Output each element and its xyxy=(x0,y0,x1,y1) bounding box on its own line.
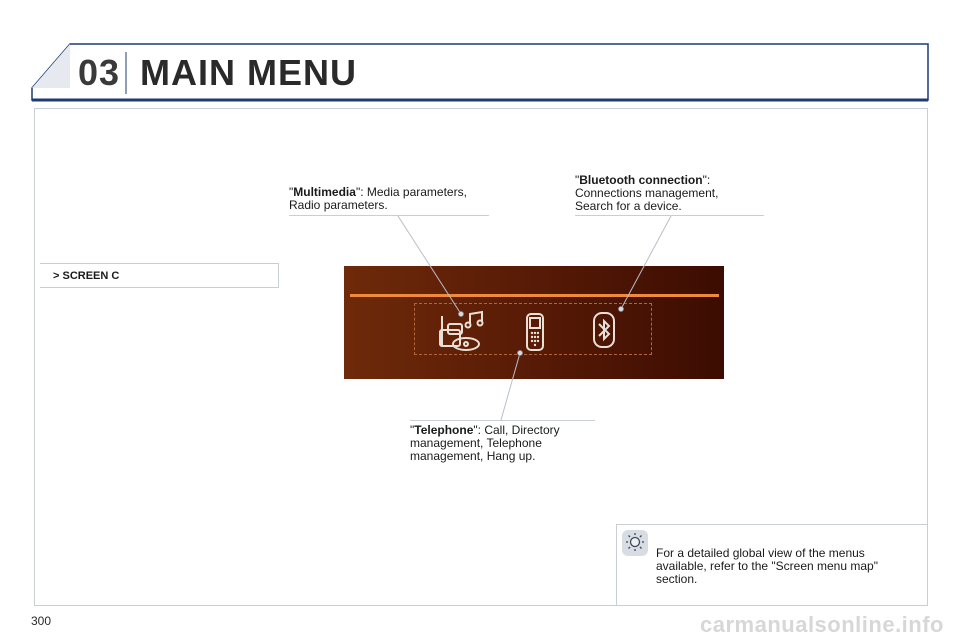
icon-selection-box xyxy=(414,303,652,355)
telephone-desc-1: : Call, Directory xyxy=(477,423,560,437)
telephone-desc-3: management, Hang up. xyxy=(410,449,536,463)
bluetooth-desc-2: Connections management, xyxy=(575,186,719,200)
content-frame xyxy=(34,108,928,606)
screen-tag: > SCREEN C xyxy=(40,263,279,288)
note-box xyxy=(616,524,928,606)
watermark: carmanualsonline.info xyxy=(700,612,944,637)
note-text: For a detailed global view of the menus … xyxy=(656,546,878,586)
multimedia-desc-2: Radio parameters. xyxy=(289,198,388,212)
telephone-callout: "Telephone": Call, Directory management,… xyxy=(410,424,600,463)
page-number: 300 xyxy=(31,614,52,628)
screen-display xyxy=(344,266,724,379)
telephone-rule xyxy=(410,420,595,421)
bluetooth-rule xyxy=(575,215,764,216)
multimedia-icon xyxy=(439,310,484,351)
telephone-desc-2: management, Telephone xyxy=(410,436,542,450)
multimedia-term: Multimedia xyxy=(293,185,356,199)
lightbulb-icon xyxy=(622,530,648,556)
chapter-number: 03 xyxy=(78,52,121,93)
page-title: MAIN MENU xyxy=(140,52,357,93)
bluetooth-callout: "Bluetooth connection": Connections mana… xyxy=(575,174,765,213)
multimedia-rule xyxy=(289,215,489,216)
header-banner xyxy=(31,43,929,102)
bluetooth-icon xyxy=(593,312,615,348)
display-accent-bar xyxy=(350,294,719,297)
telephone-icon xyxy=(526,313,544,351)
bluetooth-desc-3: Search for a device. xyxy=(575,199,682,213)
multimedia-callout: "Multimedia": Media parameters, Radio pa… xyxy=(289,186,489,212)
telephone-term: Telephone xyxy=(414,423,474,437)
bluetooth-desc-1: : xyxy=(706,173,711,187)
multimedia-desc-1: : Media parameters, xyxy=(360,185,467,199)
bluetooth-term: Bluetooth connection xyxy=(579,173,703,187)
